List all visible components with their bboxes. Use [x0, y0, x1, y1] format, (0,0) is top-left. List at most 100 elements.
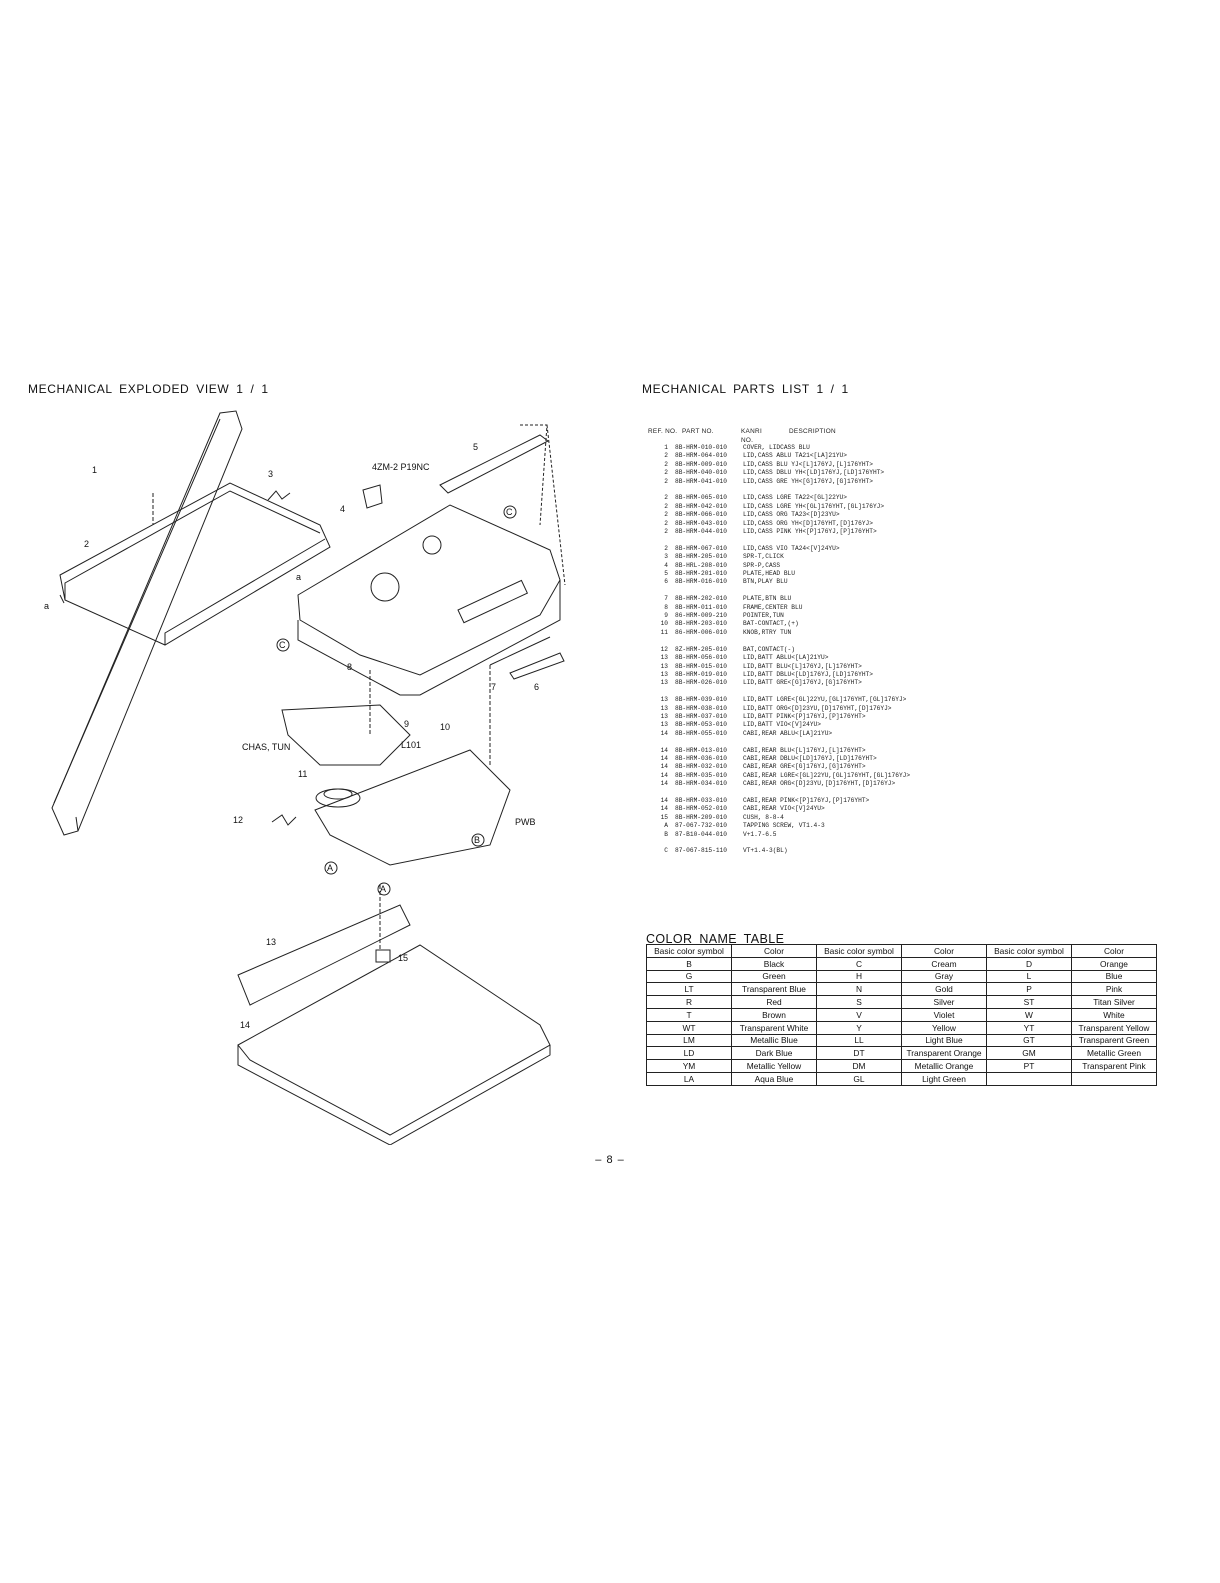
part-ref: 2 [664, 519, 668, 527]
label-6: 6 [534, 682, 539, 692]
header-color: Color [731, 944, 817, 958]
label-12: 12 [233, 815, 243, 825]
part-ref: 9 [664, 612, 668, 620]
part-description: LID,BATT BLU<[L]176YJ,[L]176YHT> [743, 662, 862, 670]
part-description: FRAME,CENTER BLU [743, 603, 803, 611]
marker-c-2: C [276, 638, 290, 652]
part-description: PLATE,HEAD BLU [743, 570, 795, 578]
part-number: 8B-HRM-044-010 [675, 528, 727, 536]
part-ref: 13 [660, 721, 668, 729]
label-8: 8 [347, 662, 352, 672]
color-name-cell: Yellow [901, 1020, 987, 1035]
color-symbol-cell: LD [646, 1046, 732, 1061]
color-symbol-cell: GT [986, 1033, 1072, 1048]
color-symbol-cell: B [646, 956, 732, 971]
part-5-head-plate [439, 434, 549, 494]
color-name-cell: Metallic Yellow [731, 1059, 817, 1073]
part-description: LID,BATT GRE<[G]176YJ,[G]176YHT> [743, 679, 862, 687]
part-description: POINTER,TUN [743, 612, 784, 620]
label-9: 9 [404, 719, 409, 729]
color-symbol-cell: L [986, 969, 1072, 984]
part-description: V+1.7-6.5 [743, 830, 777, 838]
part-number: 8B-HRM-038-010 [675, 704, 727, 712]
part-ref: 8 [664, 603, 668, 611]
label-a-1: a [296, 572, 301, 582]
part-description: LID,CASS ORG YH<[D]176YHT,[D]176YJ> [743, 519, 873, 527]
color-name-cell: Aqua Blue [731, 1071, 817, 1086]
part-number: 8B-HRM-036-010 [675, 754, 727, 762]
part-15-cush [375, 949, 391, 963]
part-description: LID,BATT PINK<[P]176YJ,[P]176YHT> [743, 712, 866, 720]
color-symbol-cell: DT [816, 1046, 902, 1061]
part-description: KNOB,RTRY TUN [743, 628, 792, 636]
part-description: CABI,REAR DBLU<[LD]176YJ,[LD]176YHT> [743, 754, 877, 762]
color-name-cell: Transparent White [731, 1020, 817, 1035]
header-basic-color-symbol: Basic color symbol [646, 944, 732, 958]
part-ref: 2 [664, 528, 668, 536]
label-motor: 4ZM-2 P19NC [372, 462, 430, 472]
label-chas-tun: CHAS, TUN [242, 742, 290, 752]
label-11: 11 [298, 769, 307, 779]
color-symbol-cell [986, 1071, 1072, 1086]
label-15: 15 [398, 953, 408, 963]
part-ref: 2 [664, 494, 668, 502]
part-number: 8B-HRM-016-010 [675, 578, 727, 586]
part-description: LID,CASS LGRE YH<[GL]176YHT,[GL]176YJ> [743, 502, 885, 510]
part-number: 8B-HRL-208-010 [675, 561, 727, 569]
part-ref: 12 [660, 645, 668, 653]
part-4-spring [362, 484, 383, 509]
part-ref: 2 [664, 502, 668, 510]
part-ref: A [664, 822, 668, 830]
color-name-cell: Metallic Blue [731, 1033, 817, 1048]
label-pwb: PWB [515, 817, 536, 827]
part-description: LID,CASS GRE YH<[G]176YJ,[G]176YHT> [743, 477, 873, 485]
color-symbol-cell: H [816, 969, 902, 984]
label-10: 10 [440, 722, 450, 732]
header-kanri-no: NO. [741, 437, 754, 444]
part-ref: 2 [664, 511, 668, 519]
part-description: LID,CASS VIO TA24<[V]24YU> [743, 544, 840, 552]
part-1-cover [51, 410, 243, 836]
part-number: 8B-HRM-065-010 [675, 494, 727, 502]
part-description: PLATE,BTN BLU [743, 595, 792, 603]
part-11-knob [315, 788, 361, 808]
part-ref: 13 [660, 696, 668, 704]
part-ref: 13 [660, 670, 668, 678]
color-name-cell: Green [731, 969, 817, 984]
part-description: LID,BATT LGRE<[GL]22YU,[GL]176YHT,[GL]17… [743, 696, 907, 704]
part-description: BAT,CONTACT(-) [743, 645, 795, 653]
color-name-cell: Violet [901, 1007, 987, 1022]
part-number: 8B-HRM-040-010 [675, 469, 727, 477]
part-12-spring [271, 814, 297, 826]
color-symbol-cell: LM [646, 1033, 732, 1048]
label-5: 5 [473, 442, 478, 452]
label-a-2: a [44, 601, 49, 611]
part-ref: 11 [660, 628, 668, 636]
part-number: 8B-HRM-203-010 [675, 620, 727, 628]
part-9-chas-tun [281, 704, 411, 766]
header-basic-color-symbol: Basic color symbol [986, 944, 1072, 958]
parts-list: REF. NO. PART NO. KANRI NO. DESCRIPTION … [648, 428, 978, 856]
part-description: CABI,REAR VIO<[V]24YU> [743, 805, 825, 813]
part-ref: 2 [664, 477, 668, 485]
part-ref: B [664, 830, 668, 838]
